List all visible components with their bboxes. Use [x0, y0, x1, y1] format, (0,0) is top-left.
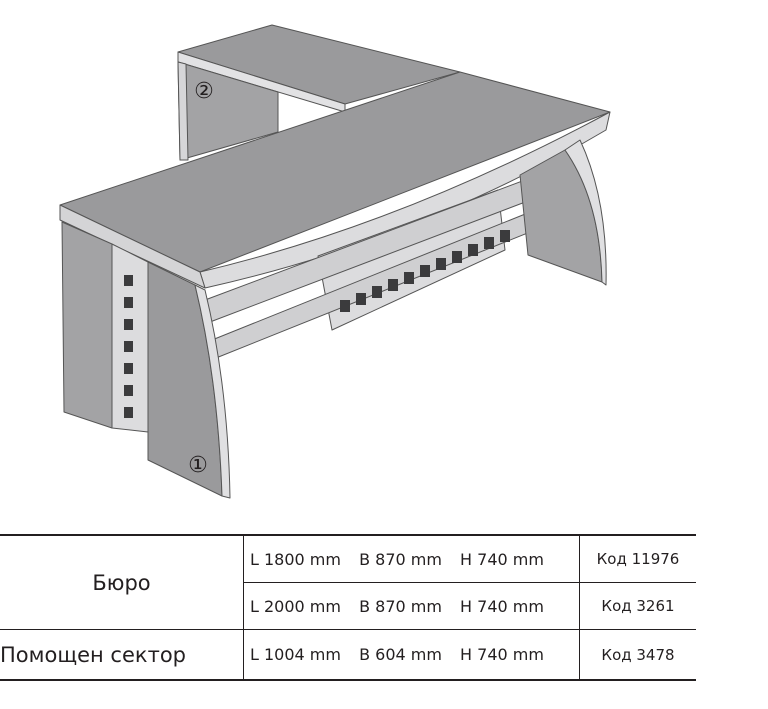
table-row: Бюро L 1800 mm B 870 mm H 740 mm Код 119… — [0, 534, 696, 630]
length-value: L 1004 mm — [250, 645, 341, 664]
height-value: H 740 mm — [460, 596, 544, 616]
product-name-desk: Бюро — [0, 534, 244, 630]
callout-1: ① — [188, 453, 208, 478]
dimensions-cell: L 2000 mm B 870 mm H 740 mm — [243, 582, 580, 630]
left-inner-leg — [61, 221, 113, 429]
dimensions-cell: L 1004 mm B 604 mm H 740 mm — [243, 629, 580, 681]
width-value: B 870 mm — [359, 549, 442, 569]
height-value: H 740 mm — [460, 645, 544, 664]
product-code: Код 3261 — [579, 582, 696, 630]
table-row: L 2000 mm B 870 mm H 740 mm Код 3261 — [0, 582, 696, 630]
table-row: Помощен сектор L 1004 mm B 604 mm H 740 … — [0, 629, 696, 681]
product-code: Код 11976 — [579, 534, 696, 583]
return-panel-edge — [177, 61, 189, 161]
width-value: B 870 mm — [359, 596, 442, 616]
desk-left-edge — [59, 204, 206, 289]
front-leg — [147, 261, 223, 497]
spec-table: Бюро L 1800 mm B 870 mm H 740 mm Код 119… — [0, 534, 696, 681]
length-value: L 2000 mm — [250, 596, 341, 616]
modesty-panel-slots — [340, 230, 510, 312]
product-name-return: Помощен сектор — [0, 629, 244, 681]
connector-slots — [124, 275, 133, 418]
length-value: L 1800 mm — [250, 549, 341, 569]
product-code: Код 3478 — [579, 629, 696, 681]
height-value: H 740 mm — [460, 549, 544, 569]
desk-illustration: ② ① — [59, 24, 611, 499]
dimensions-cell: L 1800 mm B 870 mm H 740 mm — [243, 534, 580, 583]
callout-2: ② — [194, 79, 214, 104]
connector-column — [111, 243, 149, 433]
width-value: B 604 mm — [359, 645, 442, 664]
front-leg-edge — [194, 284, 231, 499]
right-leg-edge — [564, 139, 607, 286]
